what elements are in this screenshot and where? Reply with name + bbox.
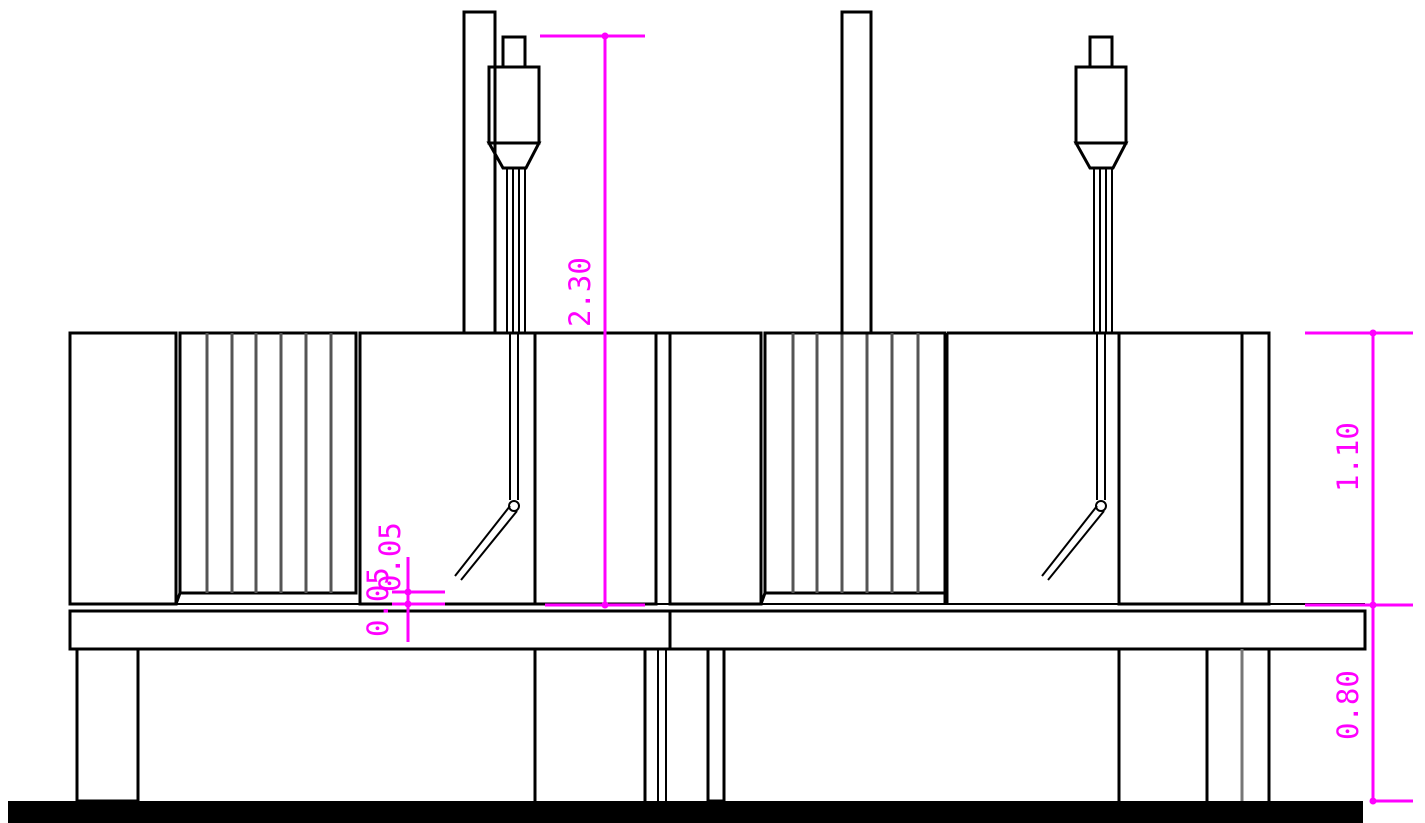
dimension-label-upper-height: 1.10 xyxy=(1331,422,1365,492)
left-post xyxy=(462,10,497,335)
dimension-0-05: 0.05 0.05 xyxy=(361,522,445,642)
dimension-label-thickness-repeat: 0.05 xyxy=(361,567,395,637)
dimension-right-chain: 1.10 0.80 xyxy=(1305,329,1413,805)
dimension-label-thickness: 0.05 xyxy=(373,522,407,592)
dimension-2-30: 2.30 xyxy=(540,32,645,609)
right-lamp xyxy=(1041,35,1129,581)
dimension-label-total-height: 2.30 xyxy=(563,257,597,327)
right-module xyxy=(668,331,1271,606)
left-module xyxy=(68,331,670,606)
table-top xyxy=(68,603,1367,651)
table-legs xyxy=(75,647,1271,803)
left-lamp xyxy=(454,35,542,581)
left-grille xyxy=(205,333,333,593)
ground-slab xyxy=(8,801,1363,823)
dimension-label-lower-height: 0.80 xyxy=(1331,670,1365,740)
right-grille xyxy=(791,333,920,593)
right-post xyxy=(840,10,873,335)
